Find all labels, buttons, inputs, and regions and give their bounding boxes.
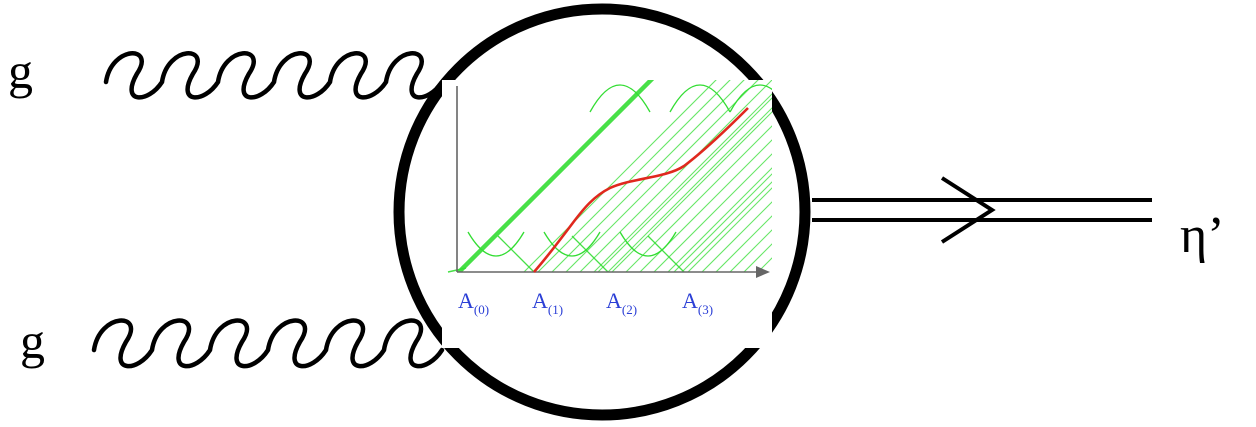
band-crest — [589, 84, 651, 113]
band-line — [458, 80, 653, 273]
band-line — [715, 215, 772, 273]
band-line — [497, 235, 535, 273]
inset-instanton-path — [533, 107, 749, 273]
band-line — [523, 80, 717, 273]
inset-x-axis-arrow — [756, 266, 770, 278]
band-line — [729, 229, 772, 273]
band-valley — [467, 231, 525, 257]
meson-arrow-head — [940, 176, 996, 244]
band-line — [551, 80, 745, 273]
band-line — [456, 80, 651, 273]
band-valley — [543, 231, 601, 257]
band-line — [597, 97, 772, 273]
band-line — [681, 181, 772, 273]
band-line — [667, 167, 772, 273]
band-line — [593, 93, 772, 273]
inset-tick-label-3: A(3) — [682, 288, 713, 317]
inset-plot: A(0) A(1) A(2) A(3) — [442, 80, 772, 348]
gluon-label-bottom: g — [20, 313, 45, 369]
band-crest — [729, 84, 772, 113]
band-line — [701, 201, 772, 273]
svg-text:A(2): A(2) — [606, 288, 637, 317]
gluon-label-top: g — [8, 43, 33, 99]
band-crest — [669, 84, 731, 113]
band-line — [565, 80, 759, 273]
eta-prime-label: η’ — [1180, 207, 1225, 264]
gluon-line-top — [103, 51, 445, 100]
band-line — [647, 235, 685, 273]
band-line — [611, 111, 772, 273]
band-line — [653, 153, 772, 273]
inset-tick-label-2: A(2) — [606, 288, 637, 317]
band-line — [687, 187, 772, 273]
svg-text:A(3): A(3) — [682, 288, 713, 317]
band-line — [625, 125, 772, 273]
svg-text:A(1): A(1) — [532, 288, 563, 317]
meson-line — [812, 176, 1152, 244]
svg-text:A(0): A(0) — [458, 288, 489, 317]
band-line — [639, 139, 772, 273]
band-line — [607, 107, 772, 273]
gluon-line-bottom — [91, 318, 445, 369]
band-line — [579, 80, 772, 273]
band-line — [460, 80, 655, 273]
band-line — [673, 173, 772, 273]
inset-tick-label-0: A(0) — [458, 288, 489, 317]
inset-tick-label-1: A(1) — [532, 288, 563, 317]
inset-band-lines — [447, 80, 772, 273]
band-line — [571, 235, 609, 273]
band-valley — [619, 231, 677, 257]
